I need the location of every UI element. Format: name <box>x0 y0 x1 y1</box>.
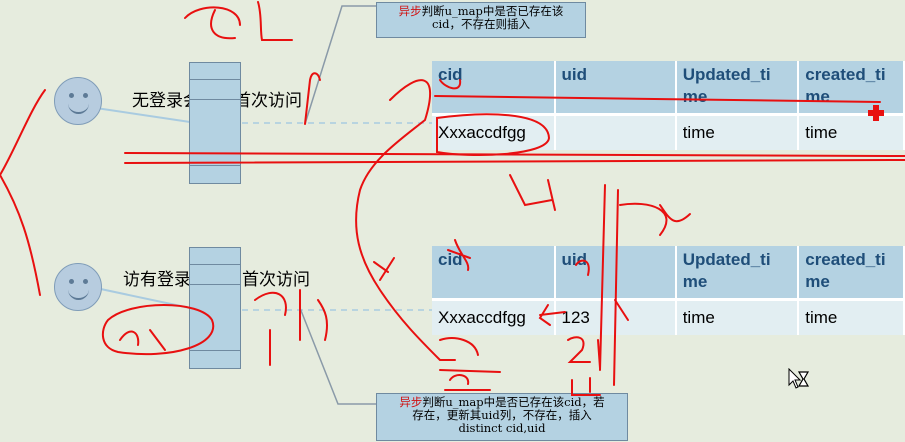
column-header-cid: cid <box>432 246 556 301</box>
cell-uid <box>554 114 677 150</box>
red-cross-icon <box>868 105 884 121</box>
async-note-update: 异步判断u_map中是否已存在该cid，若 存在，更新其uid列，不存在，插入 … <box>376 393 628 441</box>
column-header-updated-time: Updated_ti me <box>675 246 800 301</box>
cell-created-time: time <box>798 114 905 150</box>
column-header-updated-time: Updated_ti me <box>675 61 800 116</box>
cell-cid: Xxxaccdfgg <box>432 299 556 335</box>
smiley-actor-icon <box>54 77 102 125</box>
cell-updated-time: time <box>675 299 800 335</box>
cell-created-time: time <box>798 299 905 335</box>
async-note-insert: 异步判断u_map中是否已存在该 cid，不存在则插入 <box>376 2 586 38</box>
column-header-uid: uid <box>554 61 677 116</box>
column-header-created-time: created_ti me <box>798 246 905 301</box>
hourglass-cursor-icon <box>788 368 810 389</box>
smiley-actor-icon <box>54 263 102 311</box>
u-map-table-logged-in: cid uid Updated_ti me created_ti me Xxxa… <box>432 246 905 335</box>
cell-updated-time: time <box>675 114 800 150</box>
column-header-created-time: created_ti me <box>798 61 905 116</box>
u-map-table-anonymous: cid uid Updated_ti me created_ti me Xxxa… <box>432 61 905 150</box>
session-bar-logged-in <box>189 247 241 369</box>
